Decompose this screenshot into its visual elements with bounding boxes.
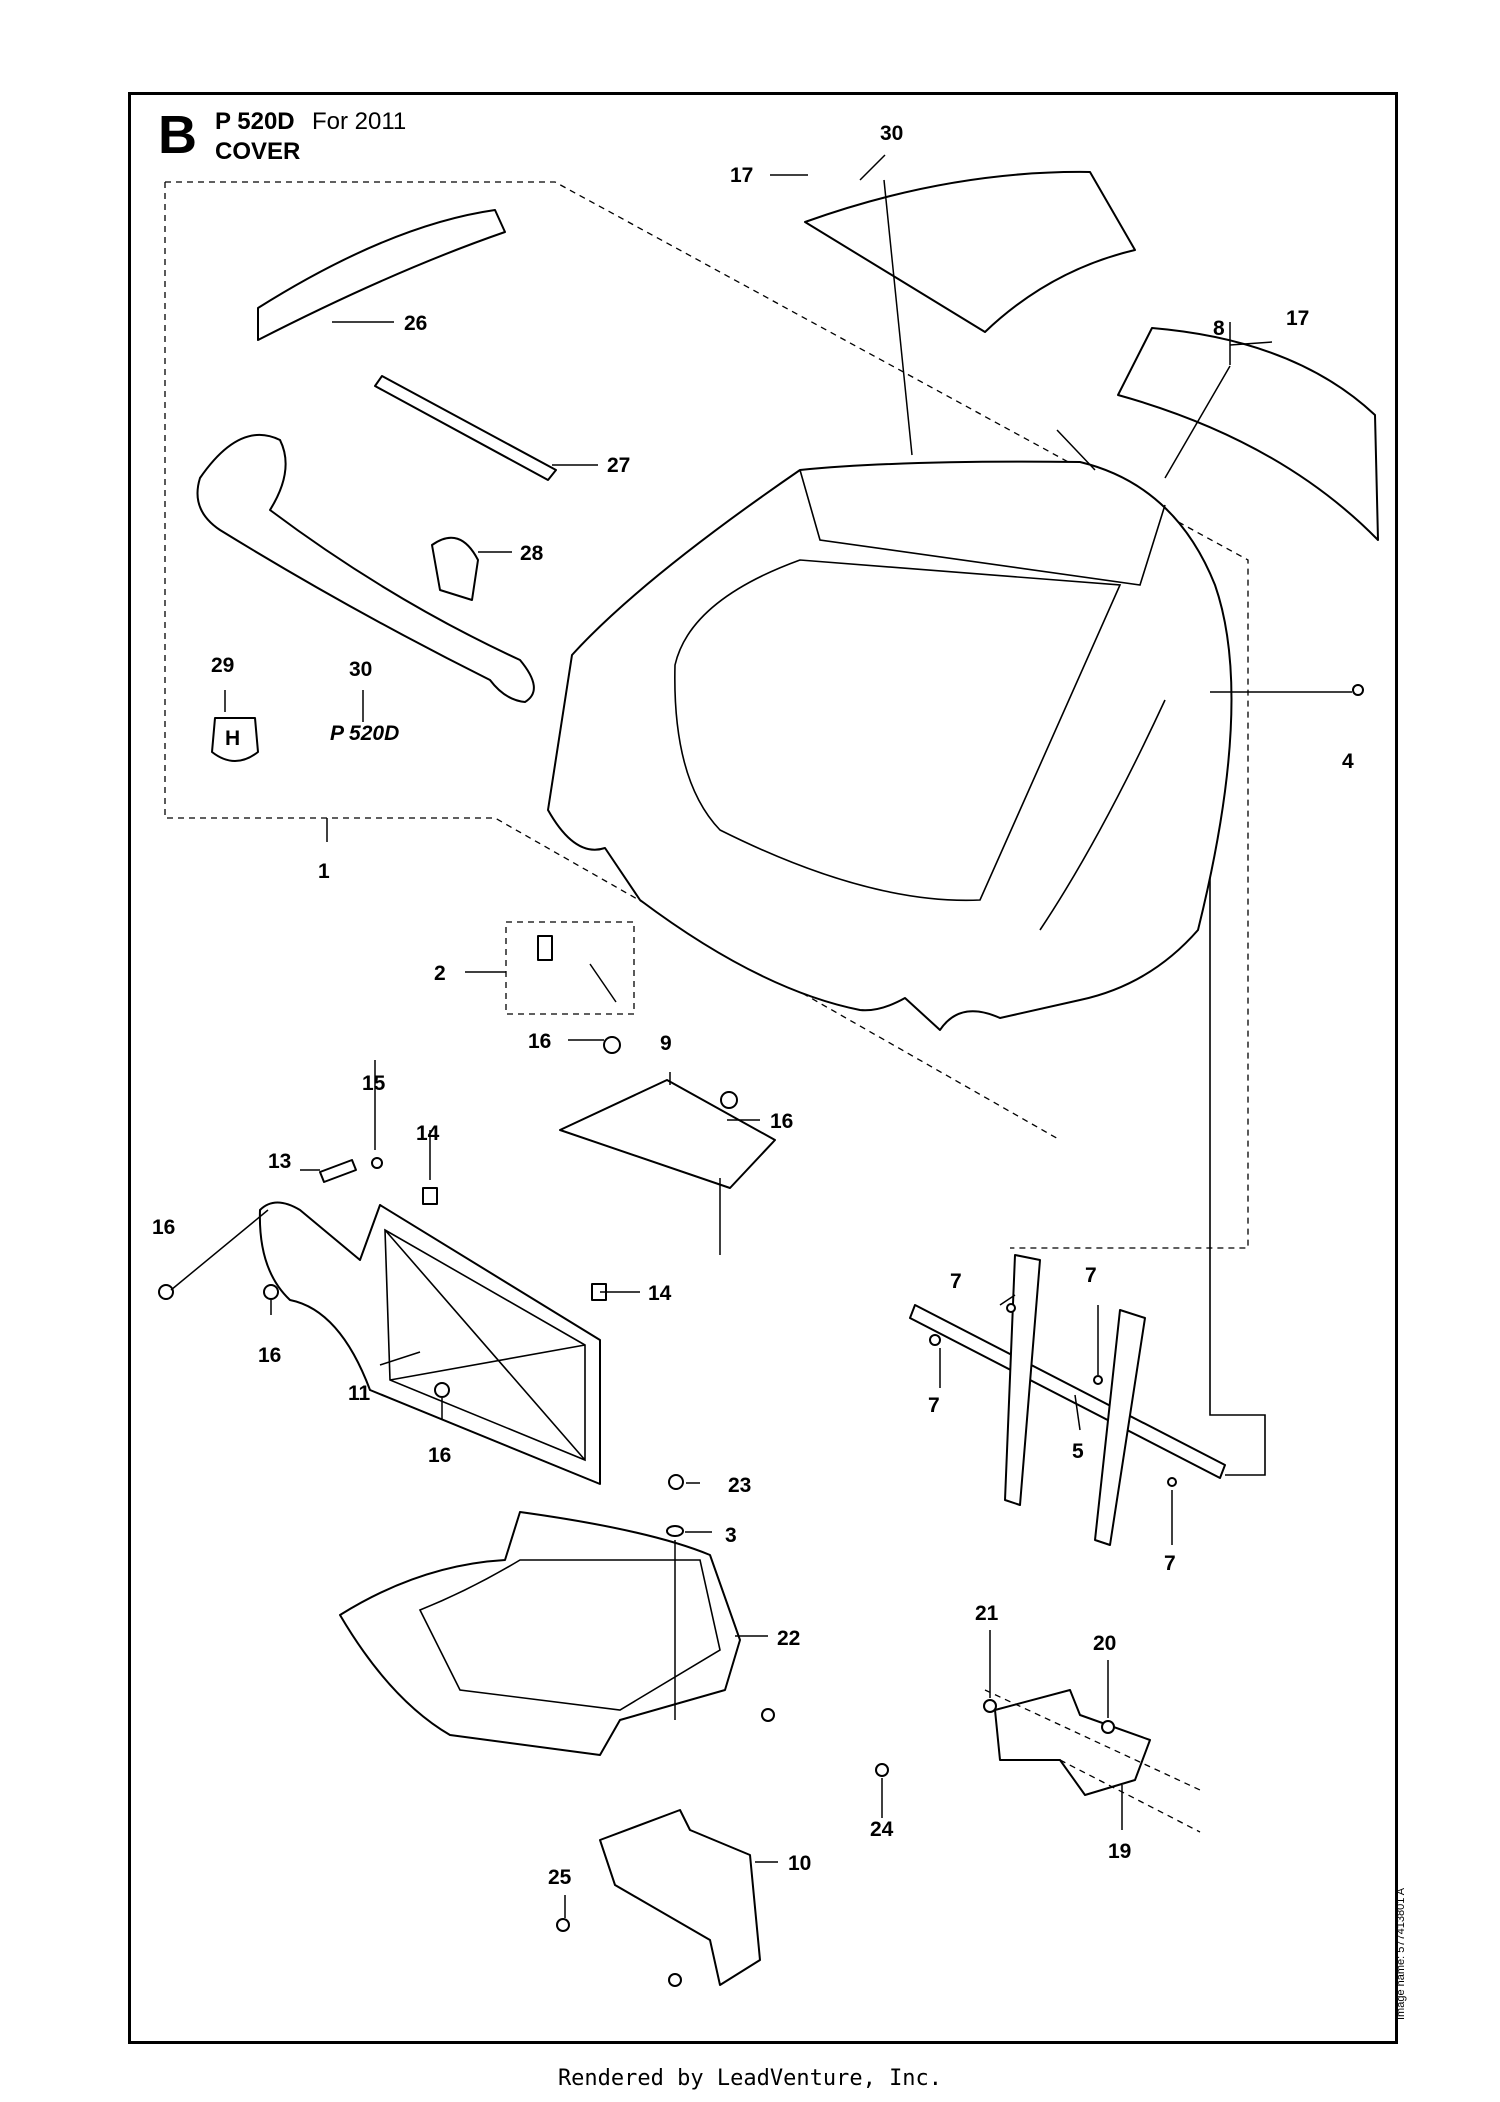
callout-10: 9 bbox=[660, 1032, 672, 1055]
part-13-front-frame bbox=[258, 1201, 601, 1485]
section-letter: B bbox=[158, 105, 197, 165]
part-22-lower-tray bbox=[339, 1511, 741, 1756]
hood-front-panel bbox=[674, 559, 1122, 902]
callout-15: 14 bbox=[648, 1282, 672, 1305]
callout-17: 16 bbox=[770, 1110, 793, 1133]
callout-18: 17 bbox=[1286, 307, 1309, 330]
part-19-axis-lines bbox=[984, 1689, 1201, 1833]
hood-side-contour bbox=[1039, 699, 1166, 931]
callout-3: 3 bbox=[725, 1524, 737, 1547]
part-2-clip bbox=[537, 935, 553, 961]
callout-13: 11 bbox=[348, 1382, 371, 1405]
part-28-gasket-end bbox=[431, 536, 479, 601]
part-5-right-strut bbox=[1094, 1309, 1146, 1546]
part-17-nut bbox=[603, 1036, 621, 1054]
badge-letter: H bbox=[225, 727, 240, 750]
part-7-nut bbox=[1167, 1477, 1177, 1487]
callout-30: 30 bbox=[349, 658, 372, 681]
callout-25: 25 bbox=[548, 1866, 572, 1889]
callout-17: 16 bbox=[528, 1030, 551, 1053]
callout-4: 4 bbox=[1342, 750, 1354, 773]
part-24-bolt bbox=[875, 1763, 889, 1777]
callout-21: 21 bbox=[975, 1602, 999, 1625]
part-20-nut bbox=[1101, 1720, 1115, 1734]
callout-7: 7 bbox=[1085, 1264, 1097, 1287]
part-14-latch-pin bbox=[319, 1159, 357, 1183]
part-3-washer bbox=[666, 1525, 684, 1537]
callout-15: 14 bbox=[416, 1122, 440, 1145]
callout-24: 24 bbox=[870, 1818, 894, 1841]
callout-14: 13 bbox=[268, 1150, 291, 1173]
callout-20: 20 bbox=[1093, 1632, 1116, 1655]
part-25-nut bbox=[668, 1973, 682, 1987]
callout-28: 28 bbox=[520, 542, 544, 565]
part-8-top-panel bbox=[804, 170, 1136, 333]
part-22-tray-rim bbox=[418, 1559, 721, 1711]
callout-17: 16 bbox=[152, 1216, 175, 1239]
callout-11: 10 bbox=[788, 1852, 811, 1875]
part-11-bracket bbox=[599, 1809, 761, 1986]
hood-top-opening bbox=[799, 469, 1166, 586]
part-7-nut bbox=[1006, 1303, 1016, 1313]
callout-19: 19 bbox=[1108, 1840, 1131, 1863]
cover-bracket-link-line bbox=[1209, 692, 1266, 1476]
part-13-grille bbox=[384, 1228, 586, 1462]
callout-5: 5 bbox=[1072, 1440, 1084, 1463]
part-28-gasket bbox=[196, 433, 535, 703]
callout-18: 17 bbox=[730, 164, 753, 187]
callout-7: 7 bbox=[928, 1394, 940, 1417]
part-11-bolt bbox=[761, 1708, 775, 1722]
part-15-clip bbox=[422, 1187, 438, 1205]
footer-credit: Rendered by LeadVenture, Inc. bbox=[557, 2066, 943, 2091]
part-27-seal-strip bbox=[374, 375, 557, 481]
callout-22: 22 bbox=[777, 1627, 800, 1650]
part-16-screw bbox=[371, 1157, 383, 1169]
part-17-screw bbox=[158, 1284, 174, 1300]
part-23-screw bbox=[668, 1474, 684, 1490]
callout-2: 2 bbox=[434, 962, 446, 985]
callout-7: 7 bbox=[950, 1270, 962, 1293]
part-17-screw bbox=[434, 1382, 450, 1398]
part-19-hinge-bracket bbox=[994, 1689, 1151, 1796]
model-name: P 520D bbox=[215, 108, 295, 135]
callout-8: 30 bbox=[880, 122, 903, 145]
callout-29: 29 bbox=[211, 654, 234, 677]
callout-7: 7 bbox=[1164, 1552, 1176, 1575]
image-name-label: Image name: 577413801 A bbox=[1395, 1887, 1407, 2020]
model-year: For 2011 bbox=[312, 108, 407, 135]
part-5-left-strut bbox=[1004, 1254, 1041, 1506]
section-title: COVER bbox=[215, 138, 301, 165]
part-7-nut bbox=[1093, 1375, 1103, 1385]
part-7-nut bbox=[929, 1334, 941, 1346]
callout-27: 27 bbox=[607, 454, 630, 477]
diagram-frame bbox=[128, 92, 1398, 2044]
part-21-bolt bbox=[983, 1699, 997, 1713]
callout-23: 23 bbox=[728, 1474, 751, 1497]
part-10-plate bbox=[559, 1079, 776, 1189]
part-29-logo-badge bbox=[211, 717, 259, 762]
part-30-model-decal: P 520D bbox=[330, 722, 399, 745]
part-5-crossbar bbox=[909, 1304, 1226, 1479]
part-17-screw bbox=[263, 1284, 279, 1300]
part-17-nut bbox=[720, 1091, 738, 1109]
callout-1: 1 bbox=[318, 860, 330, 883]
part-25-nut bbox=[556, 1918, 570, 1932]
callout-9: 8 bbox=[1213, 317, 1225, 340]
part-4-rivet bbox=[1352, 684, 1364, 696]
part-26-trim-strip bbox=[257, 209, 506, 341]
callout-17: 16 bbox=[258, 1344, 281, 1367]
callout-16: 15 bbox=[362, 1072, 386, 1095]
part-1-hood bbox=[547, 460, 1233, 1031]
callout-26: 26 bbox=[404, 312, 427, 335]
callout-17: 16 bbox=[428, 1444, 451, 1467]
